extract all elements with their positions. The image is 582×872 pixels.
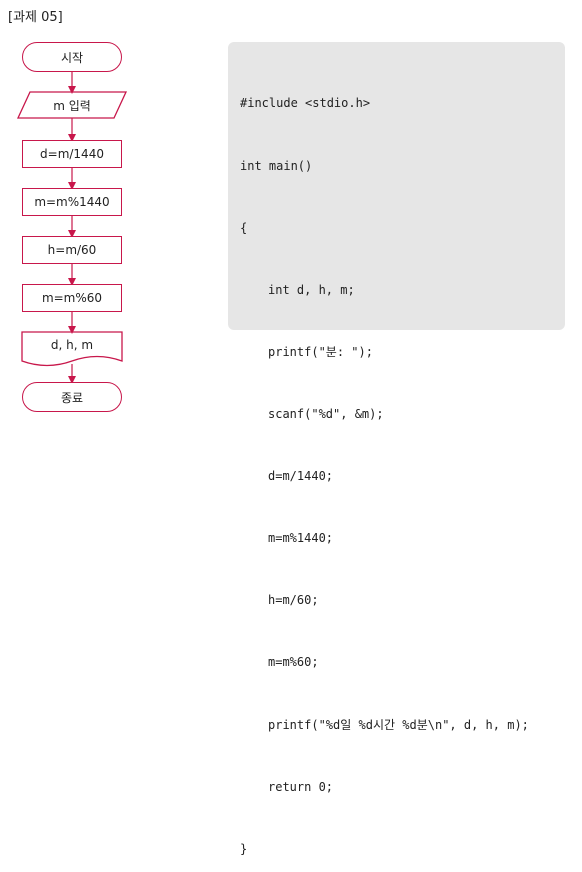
code-line: int main() <box>240 158 313 173</box>
process-d: d=m/1440 <box>22 140 122 168</box>
process-h: h=m/60 <box>22 236 122 264</box>
code-line: { <box>240 220 248 235</box>
code-line: int d, h, m; <box>268 282 355 297</box>
output-document: d, h, m <box>22 332 122 358</box>
code-line: h=m/60; <box>268 593 319 608</box>
output-label: d, h, m <box>50 338 94 352</box>
input-io: m 입력 <box>22 92 122 118</box>
code-line: printf("%d일 %d시간 %d분\n", d, h, m); <box>268 717 529 732</box>
flowchart-shapes <box>16 72 128 384</box>
process-d-label: d=m/1440 <box>40 147 104 161</box>
process-m60: m=m%60 <box>22 284 122 312</box>
code-line: #include <stdio.h> <box>240 96 371 111</box>
code-line: } <box>240 841 248 856</box>
io-shape <box>16 91 128 119</box>
code-line: scanf("%d", &m); <box>268 406 384 421</box>
code-line: printf("분: "); <box>268 344 373 359</box>
flowchart: 시작 m 입력 d=m/1440 m=m%1440 h=m/60 m=m%60 … <box>0 0 200 436</box>
start-terminal: 시작 <box>22 42 122 72</box>
process-m60-label: m=m%60 <box>41 291 103 305</box>
code-block: #include <stdio.h> int main() { int d, h… <box>240 52 529 872</box>
document-shape <box>21 331 123 367</box>
process-m1440-label: m=m%1440 <box>34 195 110 209</box>
code-line: return 0; <box>268 779 334 794</box>
process-m1440: m=m%1440 <box>22 188 122 216</box>
process-h-label: h=m/60 <box>47 243 97 257</box>
start-label: 시작 <box>60 50 84 65</box>
code-line: d=m/1440; <box>268 469 334 484</box>
code-line: m=m%1440; <box>268 531 334 546</box>
end-label: 종료 <box>60 390 84 405</box>
code-box: #include <stdio.h> int main() { int d, h… <box>228 42 565 856</box>
code-line: m=m%60; <box>268 655 319 670</box>
end-terminal: 종료 <box>22 382 122 412</box>
page-title: [과제 05] <box>8 10 63 25</box>
input-label: m 입력 <box>53 98 91 113</box>
